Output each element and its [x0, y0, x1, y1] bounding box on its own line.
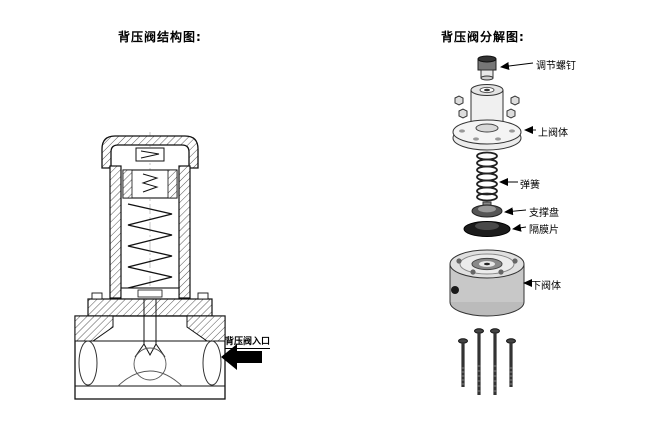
- spring-cross-section: [127, 203, 173, 294]
- structure-diagram-title: 背压阀结构图:: [118, 30, 202, 44]
- structure-drawing: [74, 132, 226, 400]
- body-wall-right: [178, 165, 191, 299]
- bolt: [506, 338, 516, 387]
- part-support-disc: [471, 201, 503, 218]
- part-spring: [476, 151, 498, 202]
- leader-adjust-screw: [500, 62, 534, 70]
- hex-nut: [458, 108, 468, 119]
- leader-support-disc: [504, 207, 527, 216]
- part-lower-body: [449, 249, 525, 317]
- part-upper-body: [452, 84, 522, 151]
- pipe-opening-left: [78, 340, 98, 386]
- hex-nut: [510, 95, 520, 106]
- exploded-drawing: [449, 55, 536, 395]
- label-support-disc: 支撑盘: [529, 208, 559, 219]
- part-diaphragm: [463, 221, 511, 237]
- part-bolts: [458, 328, 516, 395]
- label-upper-body: 上阀体: [538, 128, 568, 139]
- part-adjust-screw: [477, 55, 497, 81]
- exploded-diagram-title: 背压阀分解图:: [441, 30, 525, 44]
- leader-lines: [499, 62, 536, 287]
- bolt: [458, 338, 468, 387]
- label-spring: 弹簧: [520, 180, 540, 191]
- inlet-label: 背压阀入口: [225, 334, 271, 349]
- flange: [87, 298, 213, 317]
- hex-nut: [454, 95, 464, 106]
- label-lower-body: 下阀体: [531, 281, 561, 292]
- cap-adjuster: [135, 147, 165, 162]
- leader-diaphragm: [512, 223, 527, 232]
- bolt: [474, 328, 484, 395]
- label-diaphragm: 隔膜片: [529, 225, 559, 236]
- label-adjust-screw: 调节螺钉: [536, 61, 576, 72]
- body-wall-left: [109, 165, 122, 299]
- inlet-arrow: [221, 344, 262, 370]
- bolt: [490, 328, 500, 395]
- hex-nut: [506, 108, 516, 119]
- pipe-opening-right: [202, 340, 222, 386]
- valve-seat: [133, 347, 167, 381]
